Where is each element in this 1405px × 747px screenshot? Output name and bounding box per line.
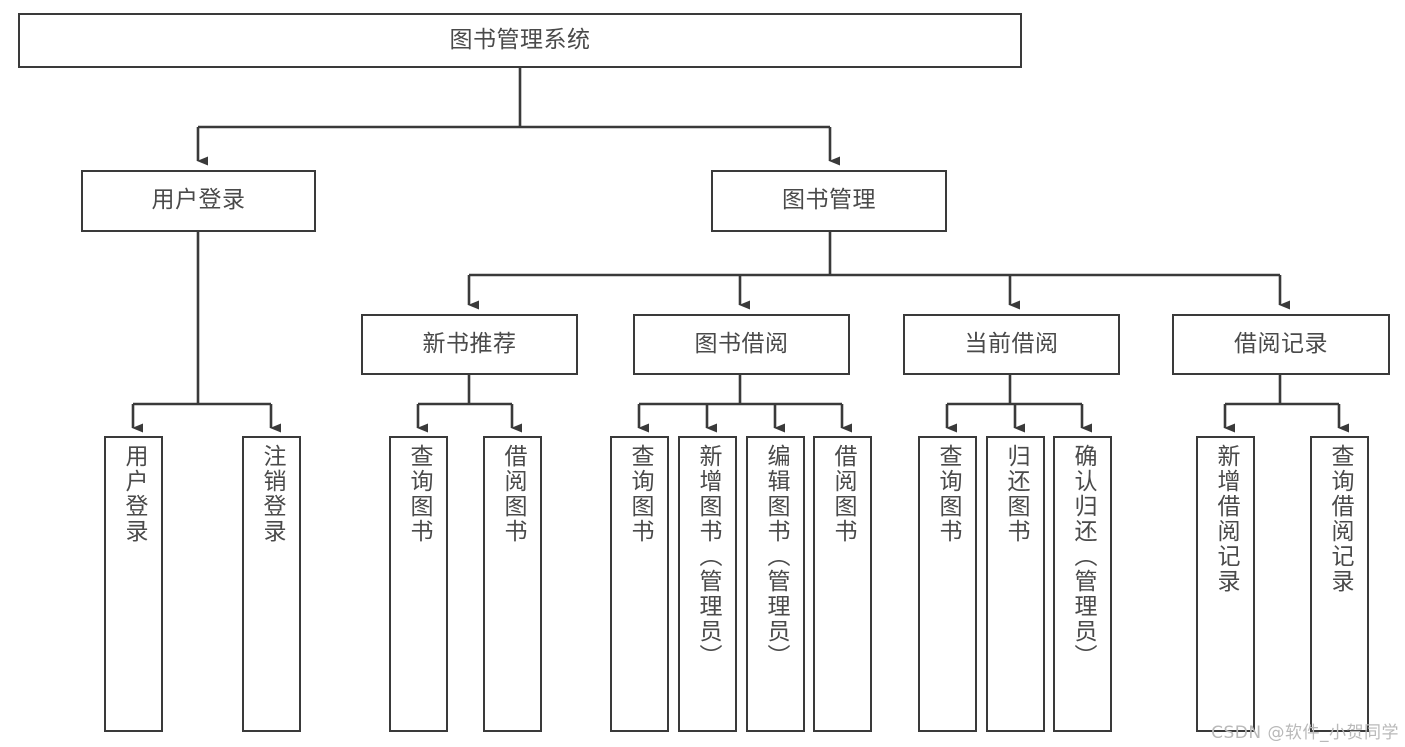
node-root-label: 图书管理系统 <box>449 26 591 53</box>
node-new-book-recommend[interactable]: 新书推荐 <box>361 314 578 375</box>
node-leaf-query-book-3[interactable]: 查询图书 <box>918 436 977 732</box>
node-user-login[interactable]: 用户登录 <box>81 170 316 232</box>
node-leaf-borrow-book-1-label: 借阅图书 <box>500 444 526 544</box>
node-leaf-query-record-label: 查询借阅记录 <box>1327 444 1353 594</box>
node-leaf-query-book-2-label: 查询图书 <box>627 444 653 544</box>
node-leaf-query-book-1[interactable]: 查询图书 <box>389 436 448 732</box>
node-leaf-query-book-1-label: 查询图书 <box>406 444 432 544</box>
node-leaf-edit-book-label: 编辑图书（管理员） <box>763 444 789 669</box>
node-book-borrow[interactable]: 图书借阅 <box>633 314 850 375</box>
node-leaf-query-record[interactable]: 查询借阅记录 <box>1310 436 1369 732</box>
node-leaf-query-book-2[interactable]: 查询图书 <box>610 436 669 732</box>
node-book-management-label: 图书管理 <box>782 187 876 214</box>
node-leaf-user-login-label: 用户登录 <box>121 444 147 544</box>
node-leaf-confirm-return[interactable]: 确认归还（管理员） <box>1053 436 1112 732</box>
node-leaf-confirm-return-label: 确认归还（管理员） <box>1070 444 1096 669</box>
node-root[interactable]: 图书管理系统 <box>18 13 1022 68</box>
node-book-management[interactable]: 图书管理 <box>711 170 947 232</box>
node-leaf-add-book[interactable]: 新增图书（管理员） <box>678 436 737 732</box>
node-leaf-user-logout[interactable]: 注销登录 <box>242 436 301 732</box>
csdn-watermark: CSDN @软件_小贺同学 <box>1211 723 1399 743</box>
node-leaf-edit-book[interactable]: 编辑图书（管理员） <box>746 436 805 732</box>
node-leaf-query-book-3-label: 查询图书 <box>935 444 961 544</box>
node-leaf-add-record-label: 新增借阅记录 <box>1213 444 1239 594</box>
node-leaf-user-login[interactable]: 用户登录 <box>104 436 163 732</box>
node-new-book-recommend-label: 新书推荐 <box>422 330 517 357</box>
node-leaf-borrow-book-2[interactable]: 借阅图书 <box>813 436 872 732</box>
node-leaf-borrow-book-1[interactable]: 借阅图书 <box>483 436 542 732</box>
node-book-borrow-label: 图书借阅 <box>694 330 789 357</box>
node-current-borrow-label: 当前借阅 <box>964 330 1059 357</box>
node-leaf-user-logout-label: 注销登录 <box>259 444 285 544</box>
node-leaf-add-record[interactable]: 新增借阅记录 <box>1196 436 1255 732</box>
node-borrow-record-label: 借阅记录 <box>1234 330 1328 357</box>
node-current-borrow[interactable]: 当前借阅 <box>903 314 1120 375</box>
node-leaf-return-book[interactable]: 归还图书 <box>986 436 1045 732</box>
node-leaf-return-book-label: 归还图书 <box>1003 444 1029 544</box>
node-leaf-borrow-book-2-label: 借阅图书 <box>830 444 856 544</box>
node-leaf-add-book-label: 新增图书（管理员） <box>695 444 721 669</box>
node-borrow-record[interactable]: 借阅记录 <box>1172 314 1390 375</box>
node-user-login-label: 用户登录 <box>151 187 246 214</box>
